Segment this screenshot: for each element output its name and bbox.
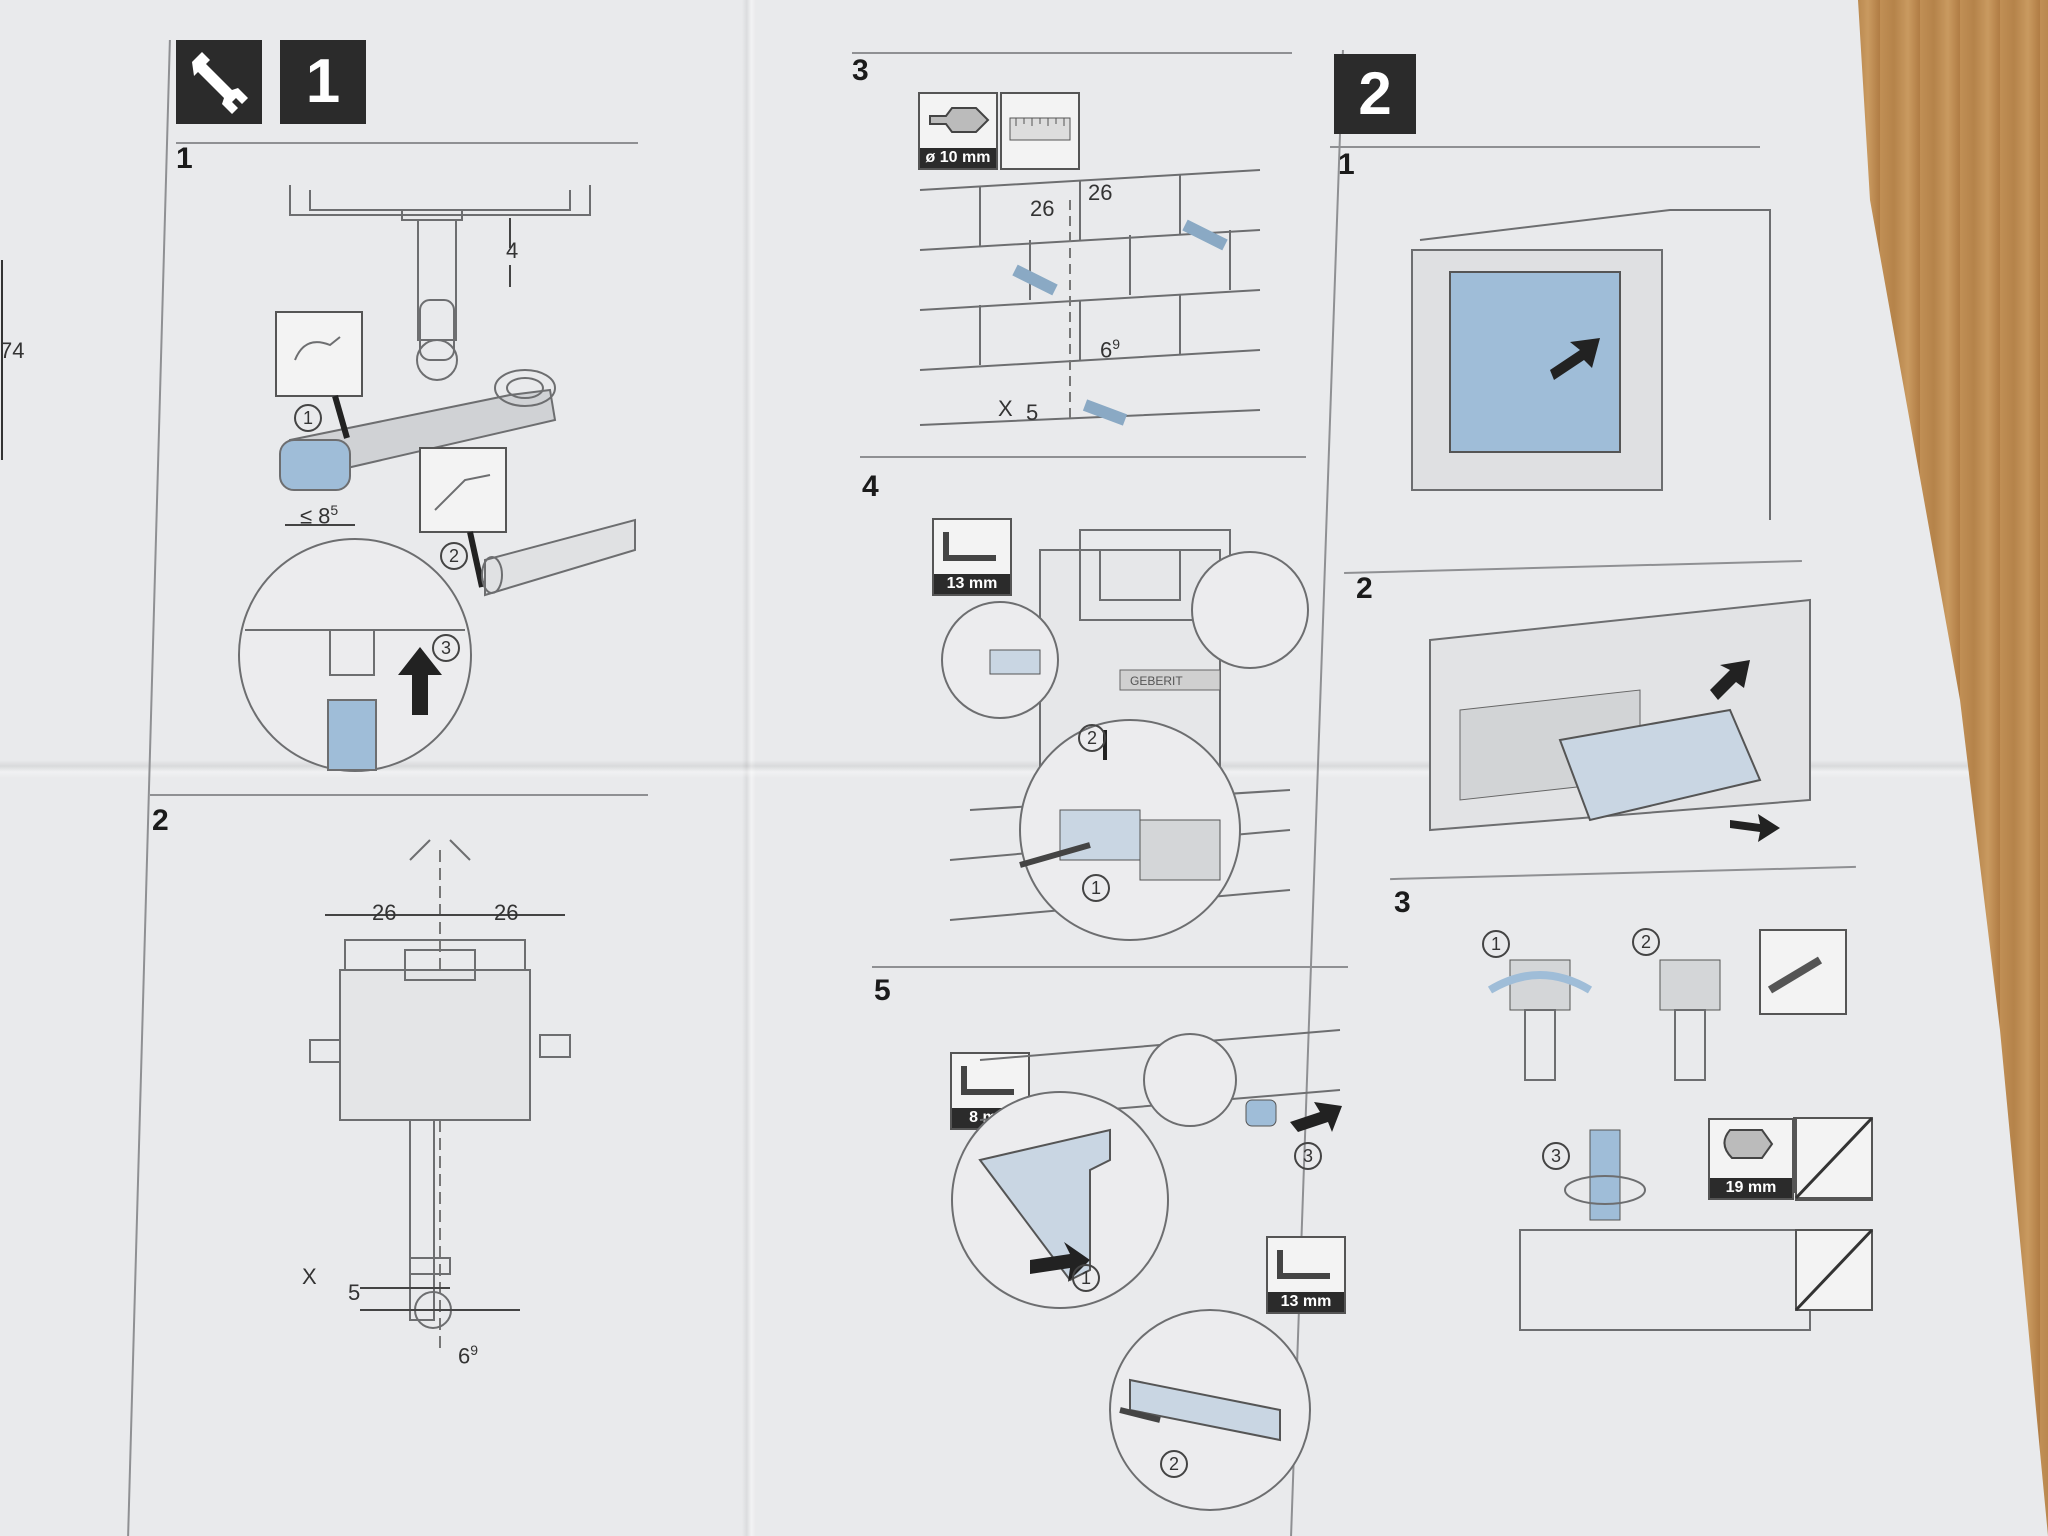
tool-size-13mm: 13 mm [934,574,1010,594]
dim-26-a: 26 [1030,196,1055,221]
callout-2: 2 [440,542,468,570]
sec2-step-2-rule [1344,560,1802,574]
deburring-knife-icon [419,447,507,533]
dim-5-step3: 5 [1026,400,1039,425]
brand-mark: GEBERIT [1130,674,1183,688]
tool-size-13mm-b: 13 mm [1268,1292,1344,1312]
section-badge-2: 2 [1334,54,1416,134]
socket-wrench-13-icon [1277,1250,1330,1279]
callout-3: 3 [432,634,460,662]
dim-x-step3: X [998,396,1013,421]
sealant-tube-icon [1759,929,1847,1015]
ruler-tool [1000,92,1080,170]
step-2-rule [150,794,648,796]
section-badge-1: 1 [280,40,366,124]
dim-sup-9-step3: 9 [1112,336,1121,352]
arrow-up-icon [398,647,442,715]
dim-le-85: ≤ 85 [300,502,338,529]
step-5-label: 5 [874,974,891,1007]
callout-5-1: 1 [1072,1264,1100,1292]
step-3-label: 3 [852,54,869,87]
socket-wrench-icon [943,532,996,561]
tool-size-19mm: 19 mm [1710,1178,1792,1198]
dim-69: 69 [458,1342,478,1369]
callout-4-2: 2 [1078,724,1106,752]
dim-26-b: 26 [1088,180,1113,205]
step-1-label: 1 [176,142,193,175]
dim-x: X [302,1264,317,1289]
dim-4: 4 [506,238,519,263]
callout-5-2: 2 [1160,1450,1188,1478]
pipe-cutter-icon [275,311,363,397]
sec2-step-2-label: 2 [1356,572,1373,605]
open-spanner-tool: 19 mm [1708,1118,1794,1200]
step-2-illustration [309,839,571,1350]
arrow-right-2-icon [1730,814,1780,842]
step-4-illustration: GEBERIT [941,529,1309,941]
vertical-fold [742,0,756,1536]
arrow-left-icon [1290,1102,1342,1132]
drill-size: ø 10 mm [920,148,996,168]
sec2-step-3-label: 3 [1394,886,1411,919]
section-2-rule [1330,146,1760,148]
step-4-rule [860,456,1306,458]
wrench-icon [192,52,248,114]
callout-s2-2: 2 [1632,928,1660,956]
sec2-step-1-label: 1 [1338,148,1355,181]
step-1-illustration [1,185,636,772]
callout-s2-3: 3 [1542,1142,1570,1170]
open-spanner-icon [1723,1129,1774,1159]
sec2-step-2-illustration [1429,598,1811,842]
dim-6-step3: 6 [1100,337,1113,363]
dim-le-8: ≤ 8 [300,503,331,529]
dim-sup-9: 9 [470,1342,479,1358]
dim-26-right: 26 [494,900,519,925]
arrow-up-right-icon [1710,660,1750,700]
sec2-step-1-illustration [1411,209,1771,520]
dim-6: 6 [458,1343,471,1369]
step-3-wall-illustration [919,169,1261,426]
step-4-label: 4 [862,470,879,503]
step-3-rule [852,52,1292,54]
callout-s2-1: 1 [1482,930,1510,958]
arrow-pull-icon [1550,338,1600,380]
sec2-step-3-illustration [1487,929,1874,1331]
ruler-icon [1009,117,1071,141]
callout-1: 1 [294,404,322,432]
step-5-rule [872,966,1348,968]
dim-69-step3: 69 [1100,336,1120,363]
section-1-rule [176,142,638,144]
dim-sup-5: 5 [330,502,339,518]
callout-5-3: 3 [1294,1142,1322,1170]
callout-4-1: 1 [1082,874,1110,902]
socket-wrench-8-icon [961,1066,1014,1095]
drill-bit-icon [929,107,990,133]
sec2-step-3-rule [1390,865,1856,881]
step-2-label: 2 [152,804,169,837]
socket-wrench-tool-5b: 13 mm [1266,1236,1346,1314]
step-5-illustration [951,1029,1342,1511]
socket-wrench-tool-4: 13 mm [932,518,1012,596]
edge-dim-74: 74 [0,338,25,363]
dim-5: 5 [348,1280,361,1305]
dim-26-left: 26 [372,900,397,925]
drill-bit-tool: ø 10 mm [918,92,998,170]
wrench-badge [176,40,262,124]
